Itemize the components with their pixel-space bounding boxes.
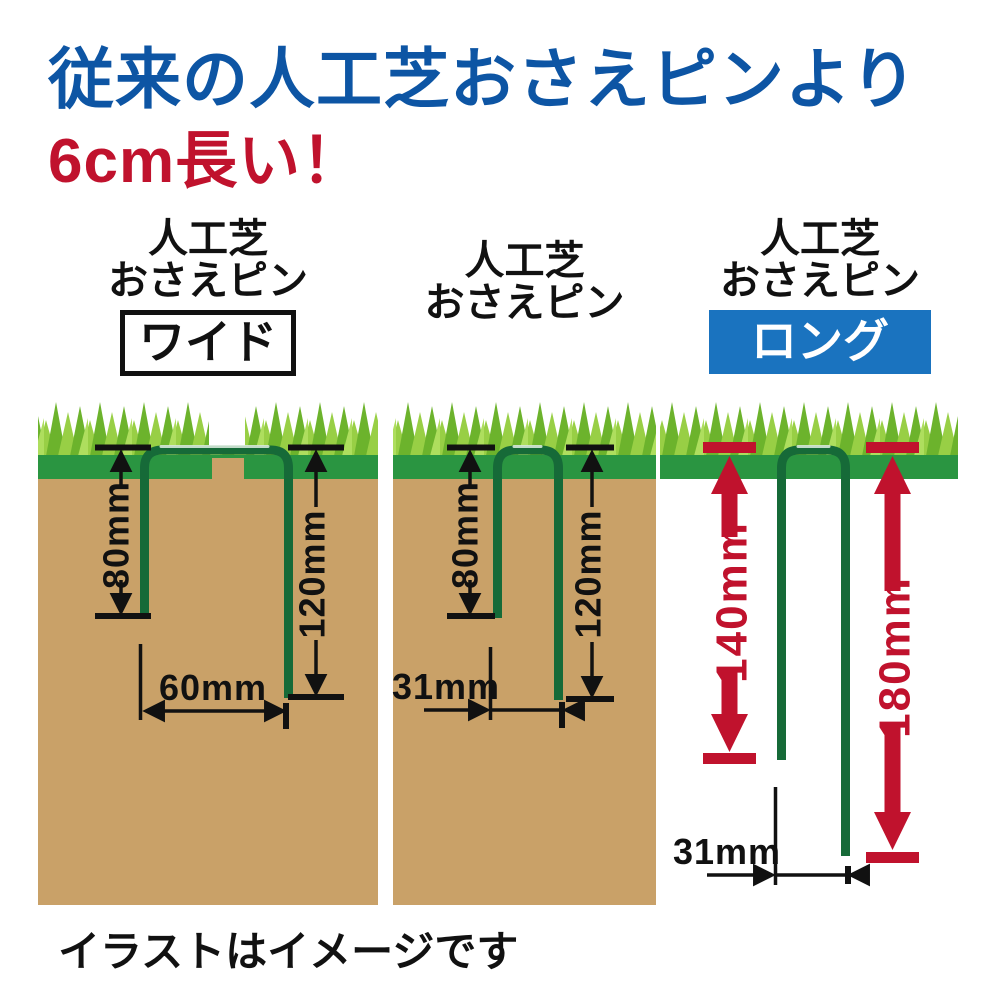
turf-notch	[212, 458, 244, 479]
column-header-standard: 人工芝 おさえピン	[393, 240, 656, 324]
red-dim-180mm	[866, 442, 919, 863]
diagram-wide: 80mm 120mm 60mm	[38, 394, 378, 905]
column-label: 人工芝	[760, 217, 880, 261]
dim-shaft	[721, 668, 738, 718]
column-header-long: 人工芝 おさえピン ロング	[680, 218, 960, 374]
dim-arrowhead-down	[874, 812, 911, 850]
diagram-standard: 80mm 120mm 31mm	[392, 402, 656, 905]
dim-cap	[703, 442, 756, 453]
diagram-long: 140mm 180mm 31mm	[660, 402, 958, 887]
pin-long	[777, 445, 850, 856]
turf-strip	[393, 455, 656, 479]
dim-arrowhead-up	[711, 456, 748, 494]
dim-cap	[703, 753, 756, 764]
badge-long: ロング	[709, 310, 931, 374]
dim-label-long-leg: 180mm	[870, 576, 919, 738]
grass-gap	[209, 394, 245, 454]
dim-cap	[866, 852, 919, 863]
dim-label-width: 60mm	[159, 667, 267, 708]
dim-arrowhead-down	[711, 714, 748, 752]
turf-strip	[38, 455, 378, 479]
dim-label-short-leg: 140mm	[707, 521, 756, 683]
dim-label-short-leg: 80mm	[96, 481, 137, 589]
column-label: おさえピン	[424, 281, 625, 325]
dim-label-long-leg: 120mm	[292, 509, 333, 638]
pin-wide	[140, 445, 293, 698]
disclaimer-caption: イラストはイメージです	[58, 928, 519, 975]
dim-cap	[866, 442, 919, 453]
pin-standard	[493, 445, 563, 700]
red-dim-140mm	[703, 442, 756, 764]
headline-line2: 6cm長い！	[48, 127, 365, 196]
column-label: おさえピン	[108, 259, 308, 303]
dim-label-short-leg: 80mm	[445, 481, 486, 589]
dim-label-width: 31mm	[673, 831, 781, 872]
soil-block	[393, 479, 656, 905]
dim-label-width: 31mm	[392, 666, 500, 707]
dim-arrowhead-up	[874, 456, 911, 494]
column-header-wide: 人工芝 おさえピン ワイド	[38, 218, 378, 376]
turf-strip	[660, 455, 958, 479]
column-label: おさえピン	[720, 259, 920, 303]
headline-line1: 従来の人工芝おさえピンより	[48, 42, 918, 116]
dim-label-long-leg: 120mm	[568, 509, 609, 638]
badge-wide: ワイド	[120, 310, 296, 376]
dim-shaft	[884, 724, 901, 812]
column-label: 人工芝	[148, 217, 268, 261]
dim-shaft	[721, 485, 738, 537]
column-label: 人工芝	[464, 239, 585, 283]
dim-shaft	[884, 485, 901, 591]
